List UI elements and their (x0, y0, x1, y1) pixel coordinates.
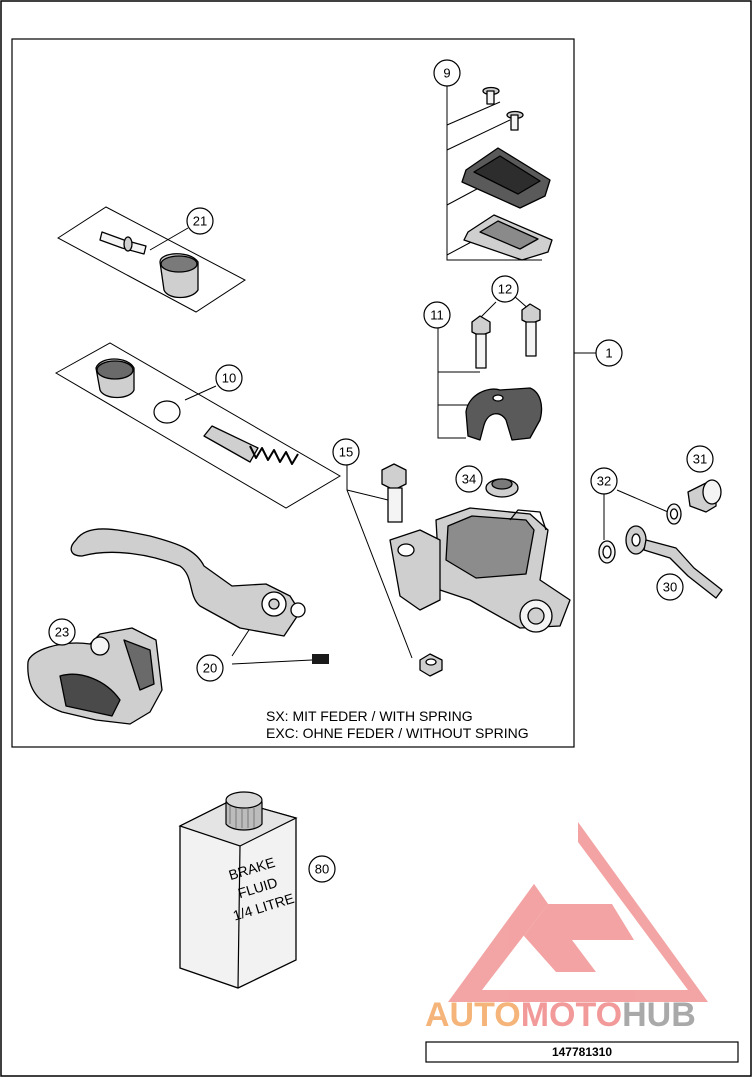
svg-text:30: 30 (663, 580, 677, 595)
callout-12: 12 (491, 275, 519, 303)
svg-text:1: 1 (605, 346, 612, 361)
lever-spring-icon (312, 654, 329, 664)
spring-note-line-1: SX: MIT FEDER / WITH SPRING (266, 708, 473, 724)
svg-text:34: 34 (462, 472, 476, 487)
piston-seal-icon (95, 358, 135, 399)
brake-fluid-bottle: BRAKE FLUID 1/4 LITRE (178, 791, 298, 989)
brake-lever-icon (70, 528, 306, 637)
cover-screw-icon (482, 86, 500, 105)
watermark-logo (448, 822, 708, 1002)
watermark-moto: MOTO (521, 996, 622, 1034)
assembly-frame (11, 38, 575, 748)
pivot-bolt-group (346, 462, 443, 677)
callout-30: 30 (656, 573, 684, 601)
brake-hose-icon (625, 525, 723, 599)
callout-32: 32 (590, 467, 618, 495)
watermark-hub: HUB (622, 996, 696, 1034)
dust-boot-icon (159, 253, 199, 299)
callout-34: 34 (455, 465, 483, 493)
callout-31: 31 (686, 445, 714, 473)
svg-text:20: 20 (203, 661, 217, 676)
svg-text:9: 9 (443, 66, 450, 81)
hose-fitting-icon (687, 479, 722, 513)
watermark-text: AUTOMOTOHUB (425, 996, 696, 1034)
brake-lever-group (70, 528, 329, 665)
master-cylinder-body-icon (389, 507, 571, 633)
clamp-group (437, 295, 543, 441)
callout-23: 23 (48, 618, 76, 646)
clamp-bolt-icon (471, 315, 491, 369)
push-rod-icon (99, 231, 147, 255)
callout-80: 80 (308, 855, 336, 883)
spring-note-line-2: EXC: OHNE FEDER / WITHOUT SPRING (266, 725, 529, 741)
svg-text:32: 32 (597, 474, 611, 489)
reservoir-cover-icon (461, 147, 551, 209)
svg-text:80: 80 (315, 862, 329, 877)
group-10 (54, 342, 341, 509)
circlip-icon (153, 400, 181, 424)
reservoir-cover-group (446, 86, 553, 261)
svg-text:21: 21 (193, 214, 207, 229)
callout-1: 1 (595, 339, 623, 367)
lever-guard-icon (27, 627, 163, 725)
watermark-auto: AUTO (425, 996, 521, 1034)
clamp-bolt-icon (521, 303, 541, 357)
svg-text:23: 23 (55, 625, 69, 640)
svg-text:11: 11 (430, 308, 444, 323)
callout-10: 10 (215, 364, 243, 392)
callout-15: 15 (332, 438, 360, 466)
callout-20: 20 (196, 654, 224, 682)
handlebar-clamp-icon (465, 387, 543, 441)
svg-text:31: 31 (693, 452, 707, 467)
sealing-washer-icon (666, 503, 682, 525)
svg-text:15: 15 (339, 445, 353, 460)
pivot-bolt-icon (381, 463, 407, 523)
banjo-bolt-icon (485, 478, 519, 498)
figure-number: 147781310 (552, 1045, 612, 1059)
cover-screw-icon (506, 110, 524, 131)
svg-text:12: 12 (498, 282, 512, 297)
group-21 (57, 206, 246, 313)
piston-spring-icon (203, 425, 299, 465)
reservoir-diaphragm-icon (463, 214, 553, 261)
svg-text:10: 10 (222, 371, 236, 386)
figure-number-box (425, 1041, 739, 1063)
callout-11: 11 (423, 301, 451, 329)
callout-9: 9 (433, 59, 461, 87)
brake-hose-group (598, 479, 723, 599)
callout-21: 21 (186, 207, 214, 235)
pivot-nut-icon (419, 653, 443, 677)
sealing-washer-icon (598, 540, 616, 564)
